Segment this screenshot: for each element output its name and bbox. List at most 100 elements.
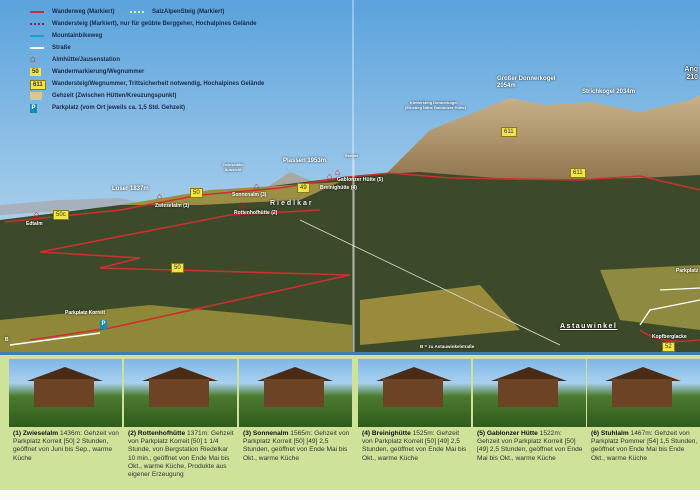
hut-caption: (3) Sonnenalm 1565m: Gehzeit von Parkpla…	[243, 430, 350, 462]
hut-icon: ⌂	[326, 171, 333, 181]
valley-meadow	[0, 305, 352, 352]
trail-52	[639, 329, 700, 343]
hut-caption: (5) Gablonzer Hütte 1522m: Gehzeit von P…	[477, 430, 583, 462]
place-label-riedlkar: Riedlkar	[270, 200, 314, 207]
place-label-rottenhof: Rottenhofhütte (2)	[234, 210, 278, 216]
place-label-gablonzer: Gablonzer Hütte (5)	[337, 177, 384, 183]
place-label-astauwinkel: Astauwinkel	[560, 323, 618, 330]
map-legend: Wanderweg (Markiert) SalzAlpenSteig (Mar…	[30, 6, 264, 114]
hut-photo	[358, 359, 471, 427]
parking-icon: P	[100, 320, 107, 329]
legend-item-almhuette: ⌂ Almhütte/Jausenstation	[30, 54, 264, 66]
trail-line-icon	[30, 11, 44, 13]
viewpoint-label: Zwieselalm Aussicht	[222, 162, 244, 172]
place-label-breinig: Breinighütte (4)	[320, 185, 357, 191]
peak-height-angerstein: 210	[686, 74, 698, 81]
legend-label: Gehzeit (Zwischen Hütten/Kreuzungspunkt)	[52, 93, 177, 99]
donnerkogel-massif	[385, 95, 700, 190]
legend-item-salzalpensteig: SalzAlpenSteig (Markiert)	[130, 6, 224, 18]
right-meadow	[600, 265, 700, 330]
place-label-zwieselalm: Zwieselalm (1)	[155, 203, 190, 209]
road-marker-b: B	[5, 337, 9, 343]
road-line-icon	[30, 47, 44, 49]
trail-number-badge: 50	[30, 68, 41, 76]
peak-label-plassen: Plassen 1953m	[283, 158, 327, 164]
legend-item-wandersteig: Wandersteig (Markiert), nur für geübte B…	[30, 18, 264, 30]
legend-item-gehzeit: Gehzeit (Zwischen Hütten/Kreuzungspunkt)	[30, 90, 264, 102]
trail-badge-611: 611	[501, 127, 517, 137]
trail-badge-50: 50	[171, 263, 184, 273]
cable-car	[299, 219, 561, 346]
legend-label: Parkplatz (vom Ort jeweils ca. 1,5 Std. …	[52, 105, 186, 111]
peak-label-donnerkogel: Großer Donnerkogel	[497, 76, 556, 82]
hiking-trails	[4, 172, 700, 343]
place-label-parkplatz-korreit: Parkplatz Korreit	[65, 310, 106, 316]
bike-line-icon	[30, 35, 44, 37]
legend-label: Wandermarkierung/Wegnummer	[52, 69, 145, 75]
legend-item-steignummer: 611 Wandersteig/Wegnummer, Trittsicherhei…	[30, 78, 264, 90]
legend-item-wegnummer: 50 Wandermarkierung/Wegnummer	[30, 66, 264, 78]
hut-card-gablonzer-huette: (5) Gablonzer Hütte 1522m: Gehzeit von P…	[473, 359, 587, 463]
distant-mountains	[0, 198, 150, 215]
place-label-edtalm: Edtalm	[26, 221, 43, 227]
hut-photo	[9, 359, 122, 427]
hut-card-zwieselalm: (1) Zwieselalm 1436m: Gehzeit von Parkpl…	[9, 359, 123, 463]
hut-caption: (6) Stuhlalm 1467m: Gehzeit von Parkplat…	[591, 430, 698, 462]
hut-photo	[473, 359, 586, 427]
place-label-parkplatz: Parkplatz	[676, 268, 699, 274]
trail-number-badge: 611	[30, 80, 46, 90]
trail-badge-49: 49	[297, 183, 310, 193]
trail-50-switchback	[29, 209, 351, 341]
place-label-kopfberglacke: Kopfberglacke	[652, 334, 687, 340]
legend-label: Straße	[52, 45, 71, 51]
panorama-map: Wanderweg (Markiert) SalzAlpenSteig (Mar…	[0, 0, 700, 352]
hut-info-strip: (1) Zwieselalm 1436m: Gehzeit von Parkpl…	[0, 352, 700, 490]
hut-icon: ⌂	[156, 191, 163, 201]
hut-card-breinighuette: (4) Breinighütte 1525m: Gehzeit von Park…	[358, 359, 472, 463]
peak-height-donnerkogel: 2054m	[497, 83, 516, 89]
place-label-sonnenalm: Sonnenalm (3)	[232, 192, 267, 198]
time-swatch	[30, 92, 42, 100]
hut-caption: (4) Breinighütte 1525m: Gehzeit von Park…	[362, 430, 467, 462]
hut-icon: ⌂	[30, 54, 37, 65]
legend-label: Wandersteig/Wegnummer, Trittsicherheit n…	[52, 81, 265, 87]
hut-icon: ⌂	[33, 209, 40, 219]
hut-card-rottenhofhuette: (2) Rottenhofhütte 1371m: Gehzeit von Pa…	[124, 359, 238, 479]
hut-card-stuhlalm: (6) Stuhlalm 1467m: Gehzeit von Parkplat…	[587, 359, 700, 463]
peak-label-strichkogel: Strichkogel 2034m	[582, 89, 636, 95]
road-right	[639, 287, 700, 326]
trail-badge-611: 611	[570, 168, 586, 178]
dotted-line-icon	[30, 23, 44, 25]
hut-caption: (1) Zwieselalm 1436m: Gehzeit von Parkpl…	[13, 430, 119, 462]
parking-icon: P	[30, 104, 37, 113]
hut-icon: ⌂	[253, 181, 260, 191]
legend-item-mountainbike: Mountainbikeweg	[30, 30, 264, 42]
hut-photo	[239, 359, 352, 427]
legend-label: Wandersteig (Markiert), nur für geübte B…	[52, 21, 257, 27]
dotted-line-icon	[130, 11, 144, 13]
legend-label: Wanderweg (Markiert)	[52, 9, 115, 15]
hut-card-sonnenalm: (3) Sonnenalm 1565m: Gehzeit von Parkpla…	[239, 359, 353, 463]
legend-label: SalzAlpenSteig (Markiert)	[152, 9, 225, 15]
trail-ridge	[4, 172, 700, 223]
road-note: B = zu Astauwinkelstraße	[420, 344, 475, 349]
road	[9, 332, 101, 346]
trail-badge-52: 52	[662, 342, 675, 352]
hut-photo	[587, 359, 700, 427]
legend-label: Almhütte/Jausenstation	[52, 57, 121, 63]
forest-slope	[0, 172, 700, 352]
legend-item-strasse: Straße	[30, 42, 264, 54]
legend-item-wanderweg: Wanderweg (Markiert) SalzAlpenSteig (Mar…	[30, 6, 264, 18]
page-fold	[352, 0, 354, 500]
trail-badge-50: 50	[190, 188, 203, 198]
klettersteig-note: (Einstieg Nähe Gablonzer Hütte)	[405, 105, 467, 110]
peak-label-angerstein: Ang	[684, 66, 698, 73]
hut-icon: ⌂	[334, 167, 341, 177]
hut-icon: ⌂	[238, 199, 245, 209]
page-margin	[0, 490, 700, 500]
hut-photo	[124, 359, 237, 427]
legend-item-parkplatz: P Parkplatz (vom Ort jeweils ca. 1,5 Std.…	[30, 102, 264, 114]
peak-label-loser: Loser 1837m	[112, 186, 149, 192]
klettersteig-label: Klettersteig Donnerkogel	[410, 100, 458, 105]
legend-label: Mountainbikeweg	[52, 33, 103, 39]
